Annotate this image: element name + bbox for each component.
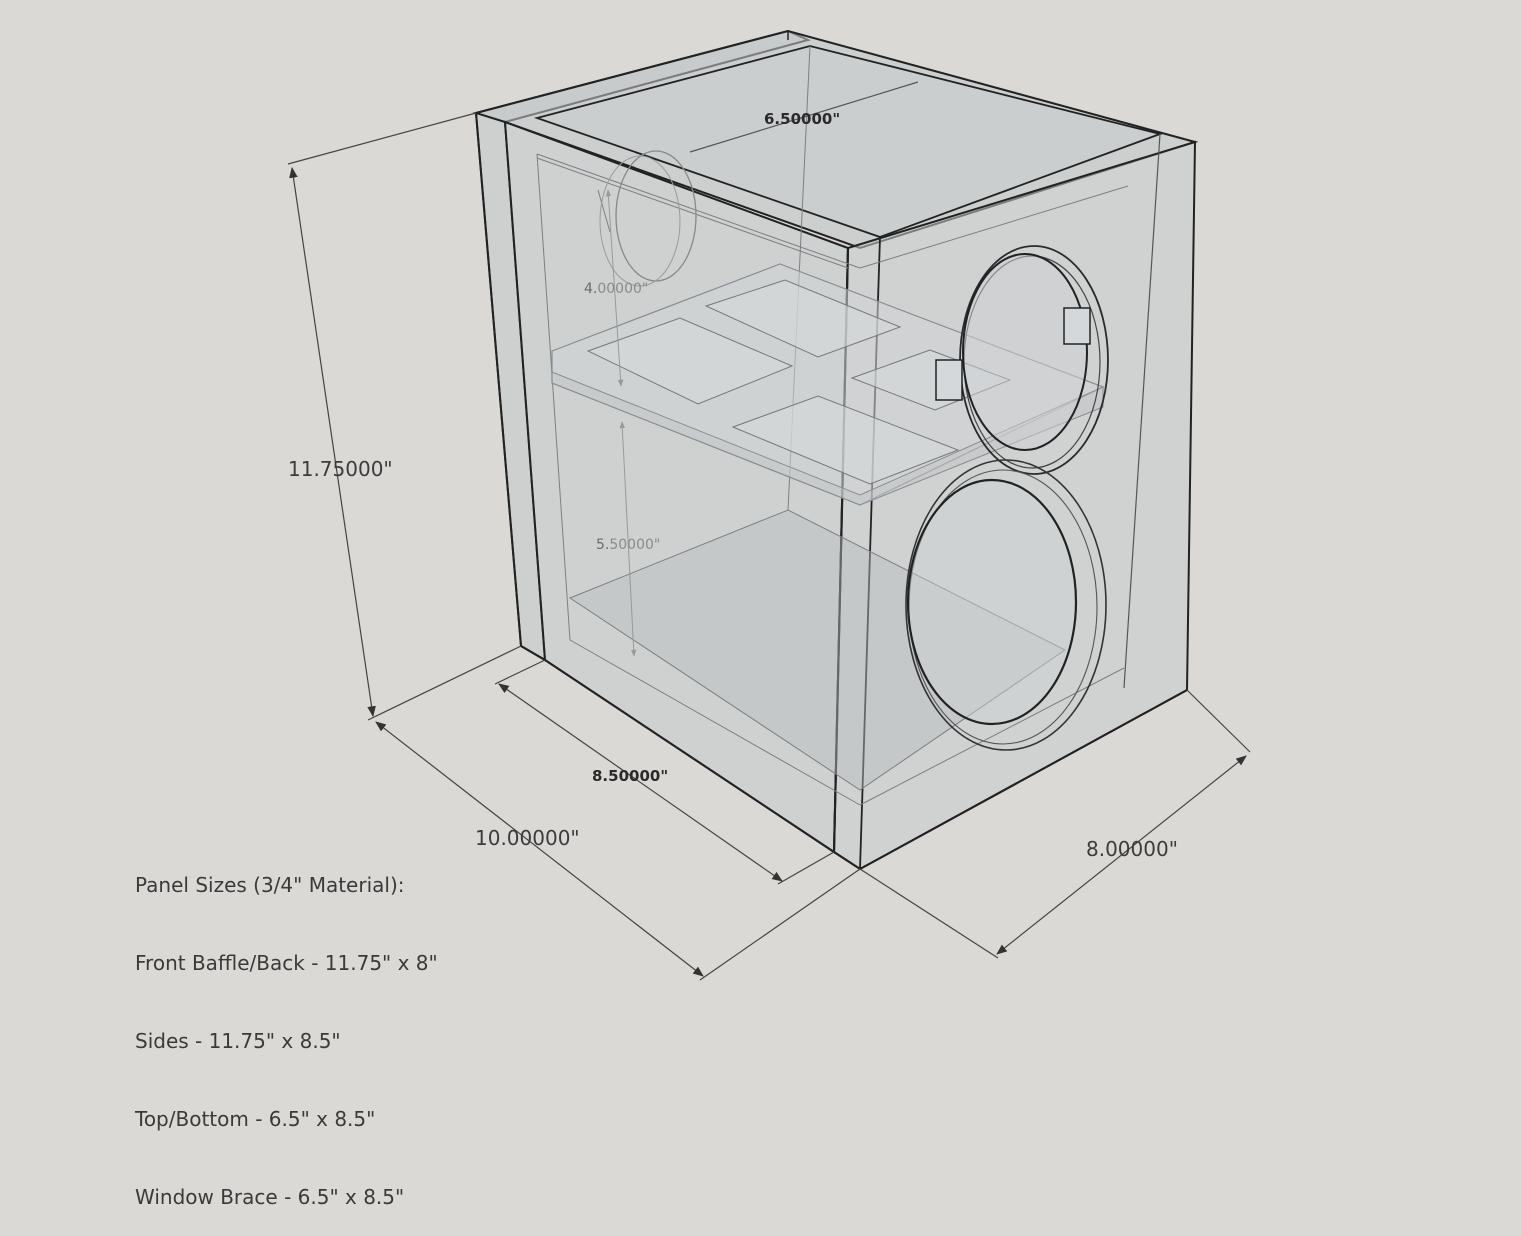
chamber-dimension-lines	[605, 189, 637, 657]
upper-chamber-label: 4.00000"	[584, 281, 648, 297]
inner-width-label: 6.50000"	[764, 110, 840, 128]
lower-chamber-label: 5.50000"	[596, 537, 660, 553]
cabinet	[472, 29, 1199, 871]
notes-line: Front Baffle/Back - 11.75" x 8"	[135, 951, 438, 975]
notes-line: Window Brace - 6.5" x 8.5"	[135, 1185, 405, 1209]
height-label: 11.75000"	[288, 457, 393, 481]
depth-inner-dimension-line	[498, 683, 783, 882]
dimension-lines	[287, 81, 1251, 981]
speaker-box-diagram: 11.75000" 10.00000" 8.50000" 8.00000" 6.…	[287, 29, 1251, 981]
notes-line: Top/Bottom - 6.5" x 8.5"	[135, 1107, 376, 1131]
width-dimension-line	[996, 755, 1247, 955]
panel-sizes-notes: Panel Sizes (3/4" Material): Front Baffl…	[135, 820, 438, 1236]
tweeter-cutout	[935, 245, 1109, 475]
width-label: 8.00000"	[1086, 837, 1178, 861]
depth-inner-label: 8.50000"	[592, 767, 668, 785]
height-dimension-line	[289, 166, 376, 718]
woofer-cutout	[905, 459, 1107, 751]
notes-line: Sides - 11.75" x 8.5"	[135, 1029, 341, 1053]
depth-outer-label: 10.00000"	[475, 826, 580, 850]
notes-heading: Panel Sizes (3/4" Material):	[135, 873, 405, 897]
inner-width-dimension-line	[689, 81, 919, 153]
